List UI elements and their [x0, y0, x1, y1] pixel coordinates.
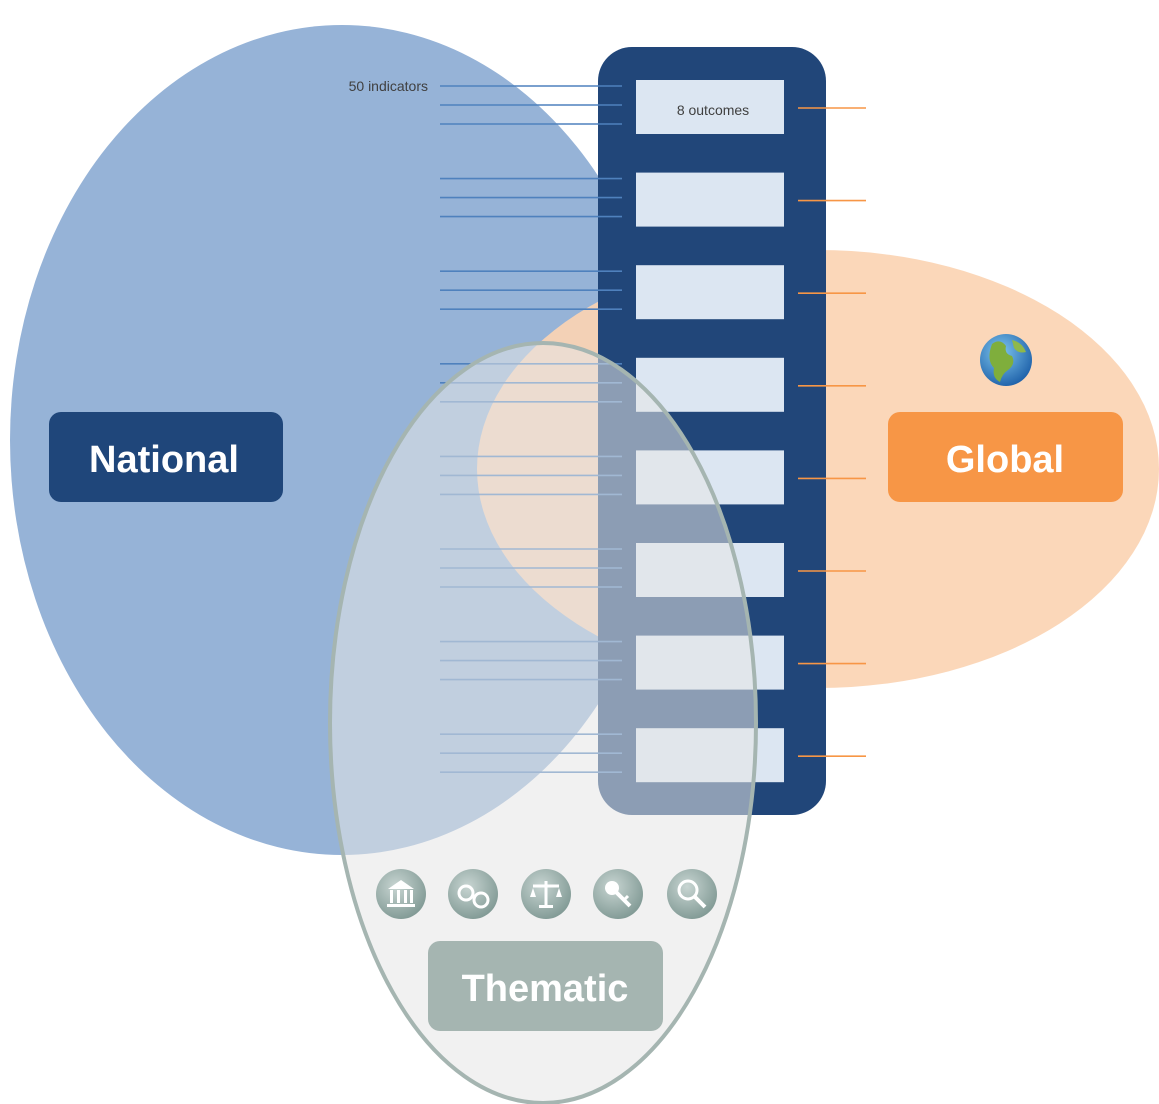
global-lines [798, 107, 866, 758]
thematic-ellipse [328, 341, 758, 1104]
key-icon [593, 869, 643, 919]
outcome-box [636, 80, 784, 134]
outcome-box [636, 172, 784, 227]
globe-icon [980, 334, 1032, 386]
thematic-label: Thematic [462, 968, 629, 1010]
magnifier-icon [667, 869, 717, 919]
thematic-box [428, 941, 663, 1031]
global-label: Global [946, 439, 1064, 481]
outcome-box [636, 357, 784, 412]
national-box [49, 412, 283, 502]
national-label: National [89, 439, 239, 481]
institution-icon [376, 869, 426, 919]
global-box [888, 412, 1123, 502]
scales-icon [521, 869, 571, 919]
outcome-box [636, 265, 784, 320]
outcomes-label: 8 outcomes [677, 102, 749, 118]
indicators-label: 50 indicators [349, 78, 428, 94]
handcuffs-icon [448, 869, 498, 919]
